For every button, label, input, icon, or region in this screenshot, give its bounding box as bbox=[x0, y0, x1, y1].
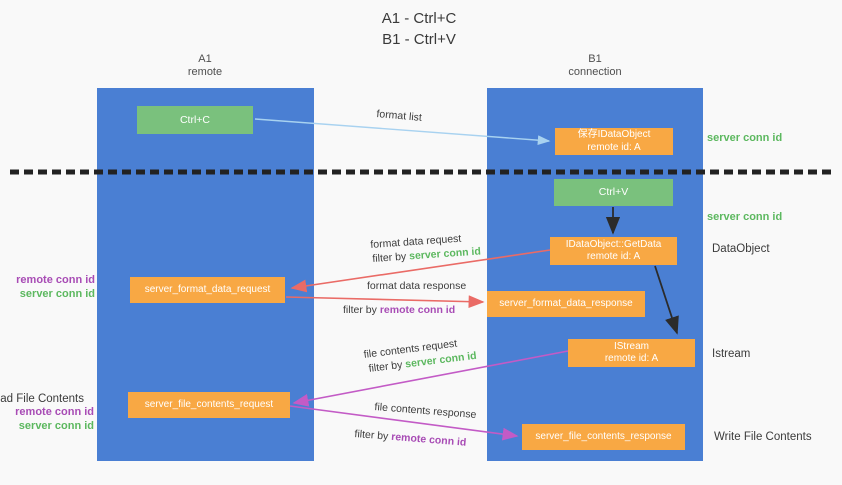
lane-b1-role: connection bbox=[568, 66, 622, 78]
node-server-file-contents-response: server_file_contents_response bbox=[522, 424, 685, 450]
node-server-file-contents-request: server_file_contents_request bbox=[128, 392, 290, 418]
label-dataobject: DataObject bbox=[712, 243, 770, 255]
title-line-1: A1 - Ctrl+C bbox=[381, 10, 457, 27]
arrow-label-format-data-response: format data response bbox=[367, 280, 467, 292]
node-server-format-data-response: server_format_data_response bbox=[487, 291, 645, 317]
node-istream-title: IStream bbox=[613, 340, 649, 352]
node-format-request-label: server_format_data_request bbox=[144, 283, 271, 295]
node-ctrl-v-label: Ctrl+V bbox=[598, 186, 629, 199]
label-write-file-contents: Write File Contents bbox=[714, 431, 812, 443]
label-read-file-contents: Read File Contents bbox=[0, 393, 84, 405]
label-server-conn-id-upper: server conn id bbox=[19, 287, 95, 300]
label-server-conn-id-top: server conn id bbox=[707, 132, 783, 144]
node-ctrl-v: Ctrl+V bbox=[554, 179, 673, 206]
arrow-label-file-contents-response: file contents response bbox=[374, 401, 477, 421]
node-server-format-data-request: server_format_data_request bbox=[130, 277, 285, 303]
node-save-idataobject: 保存IDataObject remote id: A bbox=[555, 128, 673, 155]
label-server-conn-id-mid: server conn id bbox=[707, 211, 783, 223]
node-save-idataobject-subtitle: remote id: A bbox=[587, 141, 641, 153]
lane-b1-name: B1 bbox=[588, 53, 602, 65]
label-istream: Istream bbox=[712, 348, 751, 360]
label-server-conn-id-lower: server conn id bbox=[18, 419, 94, 432]
remote-conn-id-text: remote conn id bbox=[379, 304, 456, 316]
lane-header-b1: B1 connection bbox=[535, 53, 655, 79]
filter-by-text: filter by bbox=[372, 250, 407, 265]
label-remote-conn-id-lower: remote conn id bbox=[15, 406, 94, 418]
lane-a1-role: remote bbox=[187, 66, 223, 78]
node-ctrl-c: Ctrl+C bbox=[137, 106, 253, 134]
title-line-2: B1 - Ctrl+V bbox=[382, 31, 456, 48]
filter-by-text: filter by bbox=[354, 428, 389, 443]
label-stack-format-ids: remote conn id server conn id bbox=[16, 274, 95, 301]
label-stack-file-ids: remote conn id server conn id bbox=[15, 406, 94, 433]
node-ctrl-c-label: Ctrl+C bbox=[179, 113, 211, 126]
node-format-response-label: server_format_data_response bbox=[499, 297, 633, 309]
node-istream: IStream remote id: A bbox=[568, 339, 695, 367]
lane-a1-name: A1 bbox=[198, 53, 212, 65]
arrow-label-format-list: format list bbox=[375, 108, 423, 124]
node-getdata-title: IDataObject::GetData bbox=[565, 238, 662, 250]
node-file-request-label: server_file_contents_request bbox=[144, 398, 274, 410]
label-remote-conn-id-upper: remote conn id bbox=[16, 274, 95, 286]
filter-by-text: filter by bbox=[343, 304, 377, 316]
diagram-title: A1 - Ctrl+C B1 - Ctrl+V bbox=[319, 8, 519, 50]
filter-by-text: filter by bbox=[368, 358, 404, 375]
node-istream-subtitle: remote id: A bbox=[604, 353, 659, 364]
node-save-idataobject-title: 保存IDataObject bbox=[577, 129, 651, 140]
arrow-format-data-response bbox=[285, 295, 485, 309]
lane-header-a1: A1 remote bbox=[145, 53, 265, 79]
node-file-response-label: server_file_contents_response bbox=[535, 430, 672, 442]
node-getdata-subtitle: remote id: A bbox=[586, 251, 641, 262]
node-idataobject-getdata: IDataObject::GetData remote id: A bbox=[550, 237, 677, 265]
remote-conn-id-text: remote conn id bbox=[390, 430, 467, 449]
